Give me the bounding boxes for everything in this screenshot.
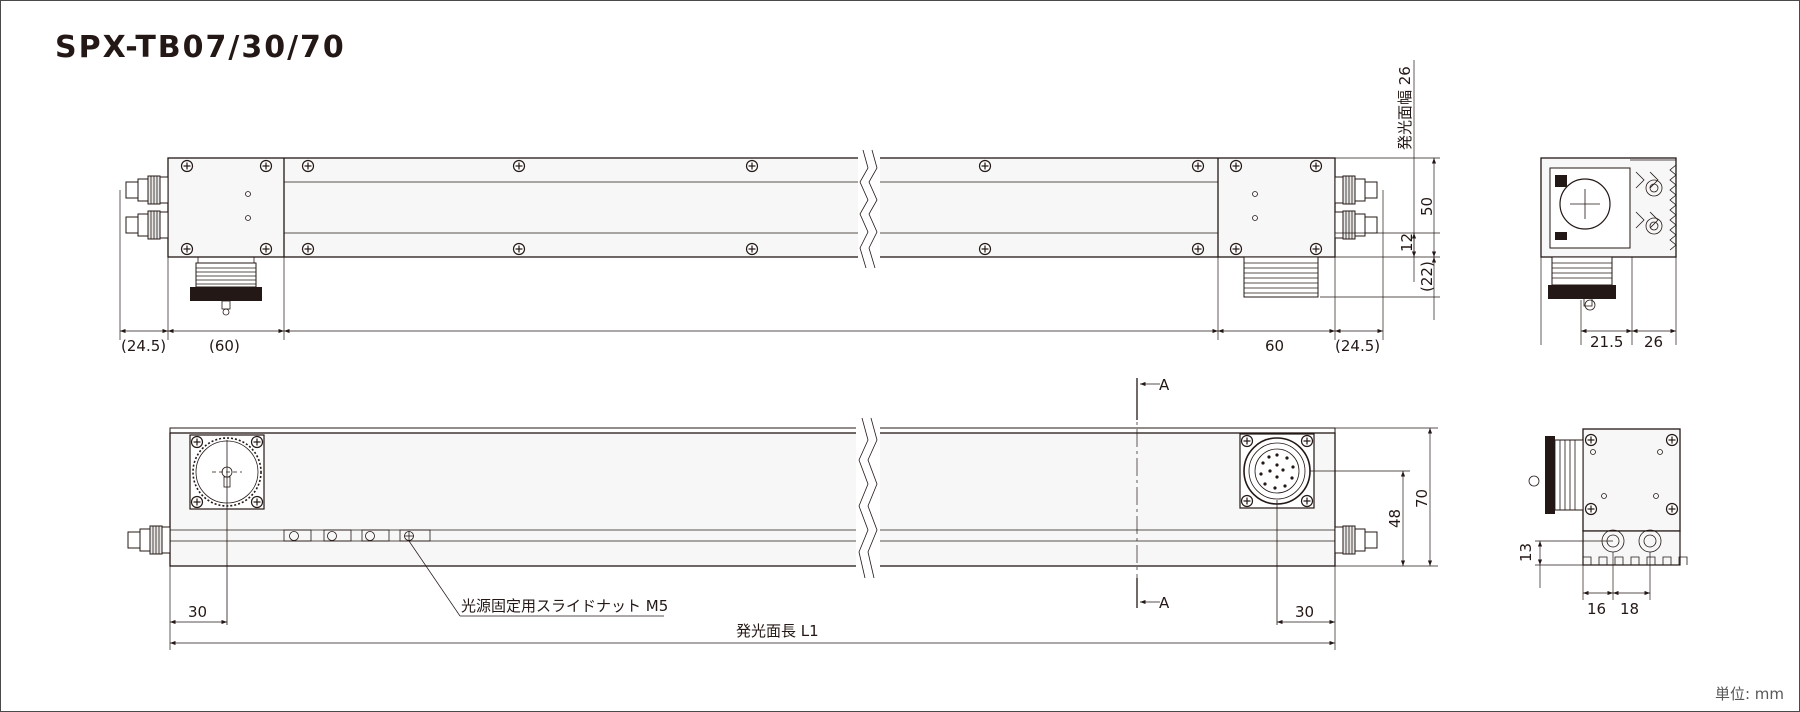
dim-top-left-block: (60) [209, 337, 240, 355]
top-view-body [167, 157, 1336, 258]
unit-label: 単位: mm [1714, 685, 1784, 703]
slide-nut-icons [283, 529, 431, 542]
top-view-dimensions: (24.5) (60) 60 (24.5) 発光面幅 26 50 12 (22) [119, 60, 1440, 355]
dim-end-13: 13 [1517, 543, 1535, 562]
dim-height-12: 12 [1398, 233, 1416, 252]
top-view [125, 149, 1378, 316]
dim-front-70: 70 [1413, 489, 1431, 508]
section-a-top: A [1159, 376, 1170, 394]
section-a-bottom: A [1159, 594, 1170, 612]
front-view: A A [127, 376, 1378, 625]
model-title: SPX-TB07/30/70 [55, 30, 346, 65]
dim-top-right-offset: (24.5) [1335, 337, 1380, 355]
dim-side-26: 26 [1644, 333, 1663, 351]
dim-height-50: 50 [1418, 197, 1436, 216]
slide-nut-label: 光源固定用スライドナット M5 [461, 597, 668, 615]
dim-end-16: 16 [1587, 600, 1606, 618]
dim-front-48: 48 [1386, 509, 1404, 528]
screw-icon [180, 159, 194, 173]
front-view-body [169, 432, 1336, 567]
dim-emit-length: 発光面長 L1 [736, 622, 819, 640]
dim-height-22: (22) [1418, 261, 1436, 292]
dim-top-right-block: 60 [1265, 337, 1284, 355]
end-view: 13 16 18 [1517, 428, 1688, 618]
front-view-dimensions: 30 30 発光面長 L1 48 70 光源固定用スライドナット M5 [169, 427, 1438, 650]
dim-end-18: 18 [1620, 600, 1639, 618]
dim-top-left-offset: (24.5) [121, 337, 166, 355]
air-fitting-icon [125, 175, 169, 205]
connector-icon [190, 256, 262, 316]
dim-front-left-30: 30 [188, 603, 207, 621]
dim-side-21-5: 21.5 [1590, 333, 1623, 351]
side-profile-view: 21.5 26 [1540, 157, 1677, 351]
dim-front-right-30: 30 [1295, 603, 1314, 621]
dim-emit-width: 発光面幅 26 [1396, 66, 1414, 150]
